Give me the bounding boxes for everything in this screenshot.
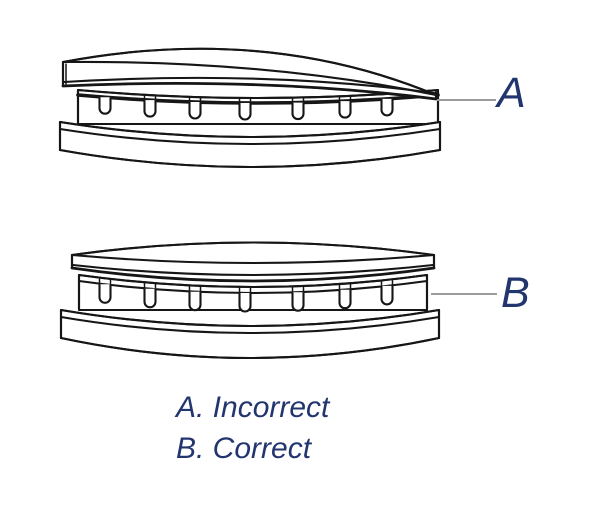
incorrect-flame-ports xyxy=(100,95,393,120)
correct-burner-base xyxy=(61,310,439,358)
legend-line-correct: B. Correct xyxy=(176,432,312,465)
correct-burner-cap xyxy=(72,243,434,282)
leader-line-b xyxy=(431,293,497,295)
correct-flame-ports xyxy=(100,279,393,311)
leader-line-a xyxy=(437,99,496,101)
figure-legend: A. Incorrect B. Correct xyxy=(176,387,329,469)
burner-drawing-incorrect xyxy=(50,22,450,177)
incorrect-burner-base xyxy=(60,122,440,167)
legend-line-incorrect: A. Incorrect xyxy=(176,391,330,424)
burner-drawing-correct xyxy=(53,228,453,378)
callout-label-b: B xyxy=(501,269,530,317)
incorrect-burner-cap xyxy=(63,49,436,99)
callout-label-a: A xyxy=(497,69,526,117)
